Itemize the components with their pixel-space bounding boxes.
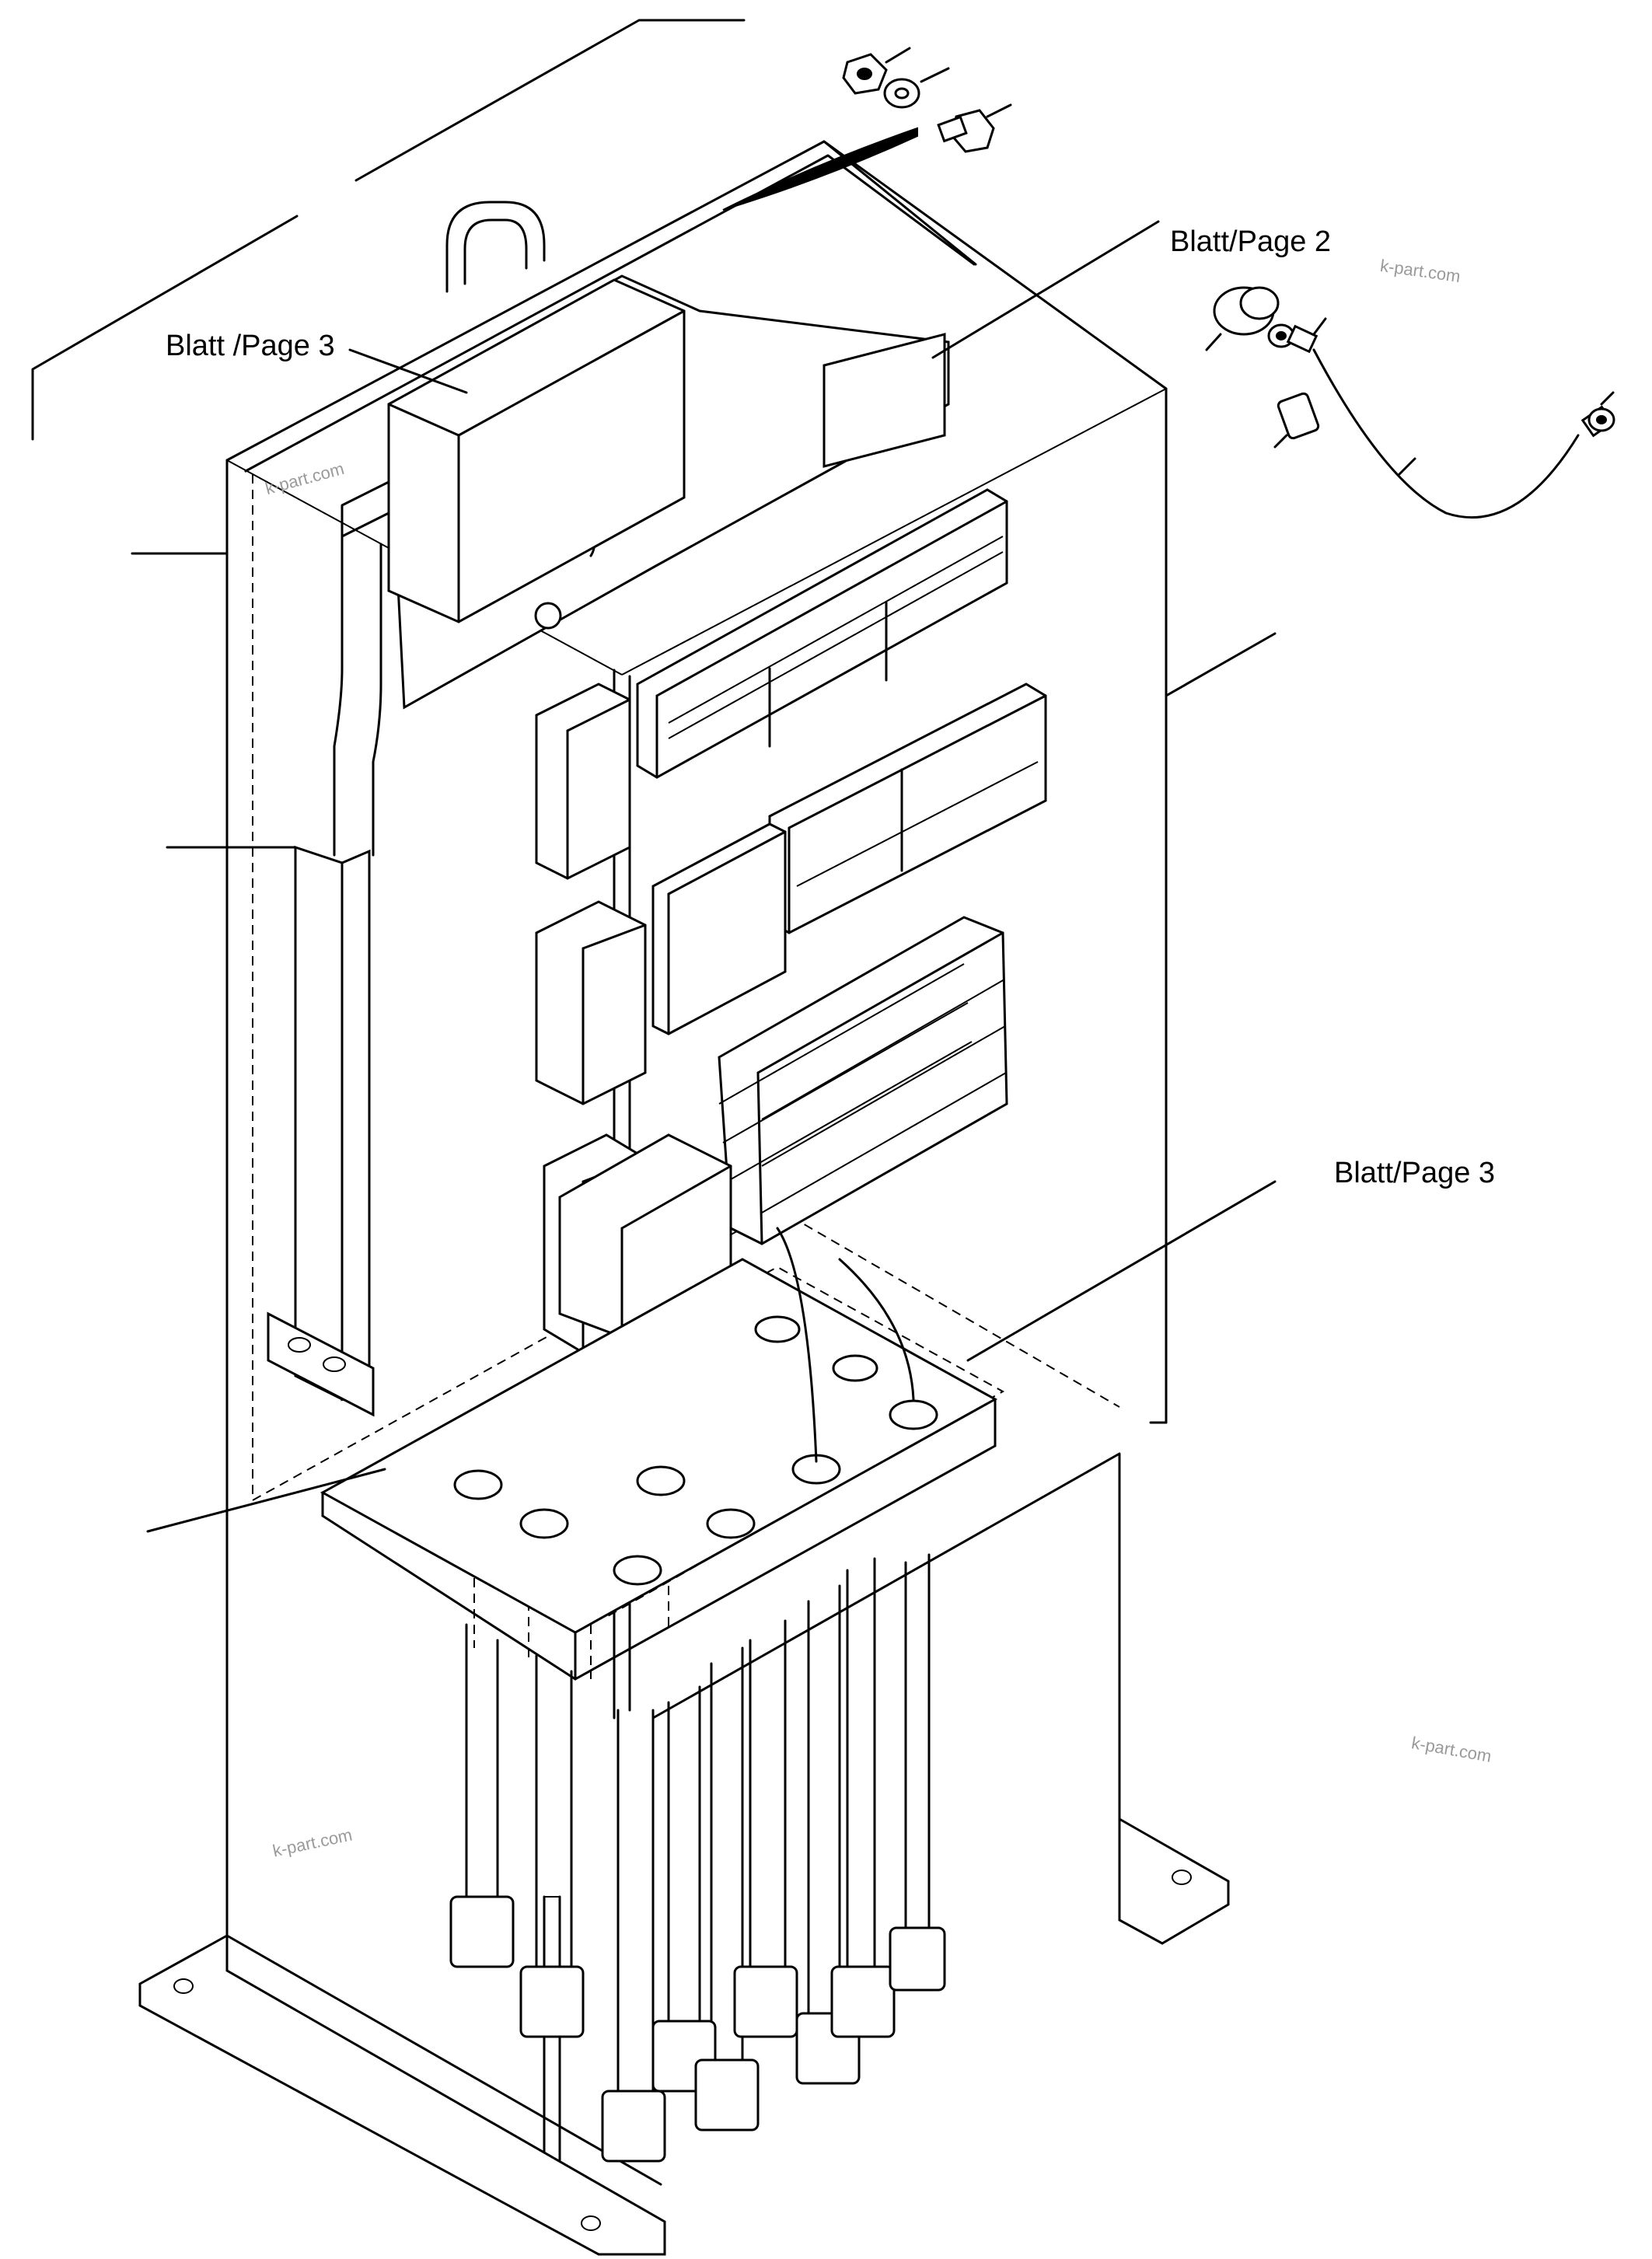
callout-page3-right: Blatt/Page 3 [1334,1157,1496,1189]
callout-page2-top: Blatt/Page 2 [1170,225,1332,258]
cabinet-enclosure [225,140,1168,2194]
callout-leaders [131,220,1277,1533]
exploded-bracket-lines [31,19,746,441]
cable-bundle [333,527,382,857]
ground-strap-parts [1205,286,1615,519]
cable-glands [453,1315,938,1586]
gland-plate [320,1258,998,1681]
power-supply-unit [387,278,686,623]
small-terminal-blocks [651,822,787,1035]
callout-page3-left: Blatt /Page 3 [166,330,335,362]
middle-terminal-rail [768,683,1047,934]
upper-rail-terminals [668,536,1004,739]
mounting-feet [138,1817,1230,2256]
conduit-cables [465,1227,931,2116]
hardware-exploded [722,47,1012,211]
cable-duct [267,845,375,1417]
upper-terminal-rail [636,488,1008,779]
lifting-handle [445,201,546,293]
conduit-fittings [449,1895,946,2163]
